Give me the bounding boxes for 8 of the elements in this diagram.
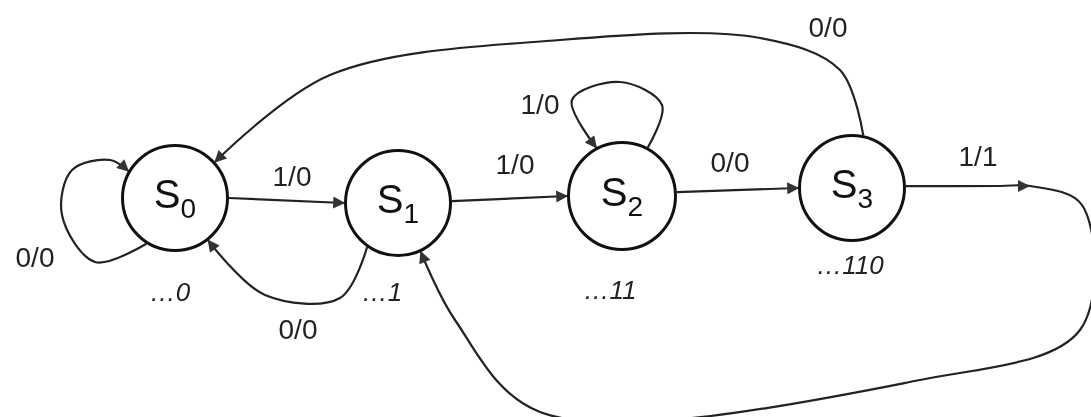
state-name: S$_{3}$ [830, 163, 874, 213]
state-suffix: …110 [816, 250, 884, 280]
state-suffix: …0 [149, 277, 191, 307]
state-name: S$_{0}$ [153, 173, 197, 223]
state-suffix: …11 [583, 275, 637, 305]
state-name: S$_{1}$ [376, 178, 420, 228]
state-name: S$_{2}$ [600, 171, 644, 221]
state-suffix: …1 [361, 277, 403, 307]
